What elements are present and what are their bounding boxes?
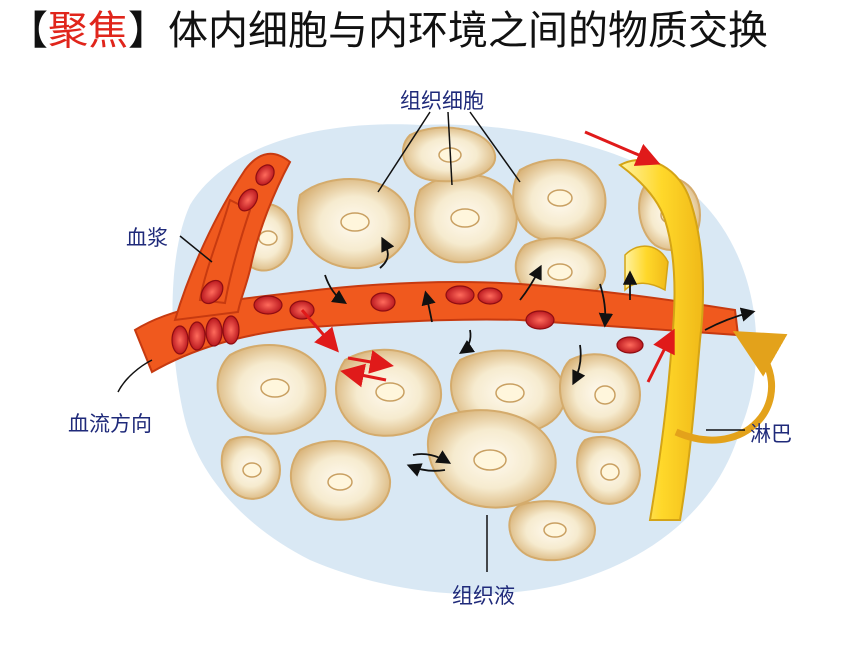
label-lymph: 淋巴 xyxy=(750,422,792,446)
highlight-arrows xyxy=(300,130,675,388)
title-open-bracket: 【 xyxy=(8,8,48,54)
label-tissue-cells: 组织细胞 xyxy=(400,89,484,113)
label-plasma: 血浆 xyxy=(126,226,168,250)
page-title: 【聚焦】体内细胞与内环境之间的物质交换 xyxy=(8,6,768,56)
leader-lines xyxy=(117,111,745,572)
lymph-flow-arrow xyxy=(674,331,788,444)
title-close-bracket: 】 xyxy=(128,8,168,54)
label-blood-flow-direction: 血流方向 xyxy=(68,412,152,436)
exchange-arrows xyxy=(324,236,756,477)
label-tissue-fluid: 组织液 xyxy=(452,584,515,608)
capillary-main xyxy=(133,281,740,374)
lymphatic-vessel xyxy=(618,159,704,521)
red-blood-cells xyxy=(171,164,644,355)
title-text: 体内细胞与内环境之间的物质交换 xyxy=(168,8,768,54)
title-highlight: 聚焦 xyxy=(48,8,128,54)
